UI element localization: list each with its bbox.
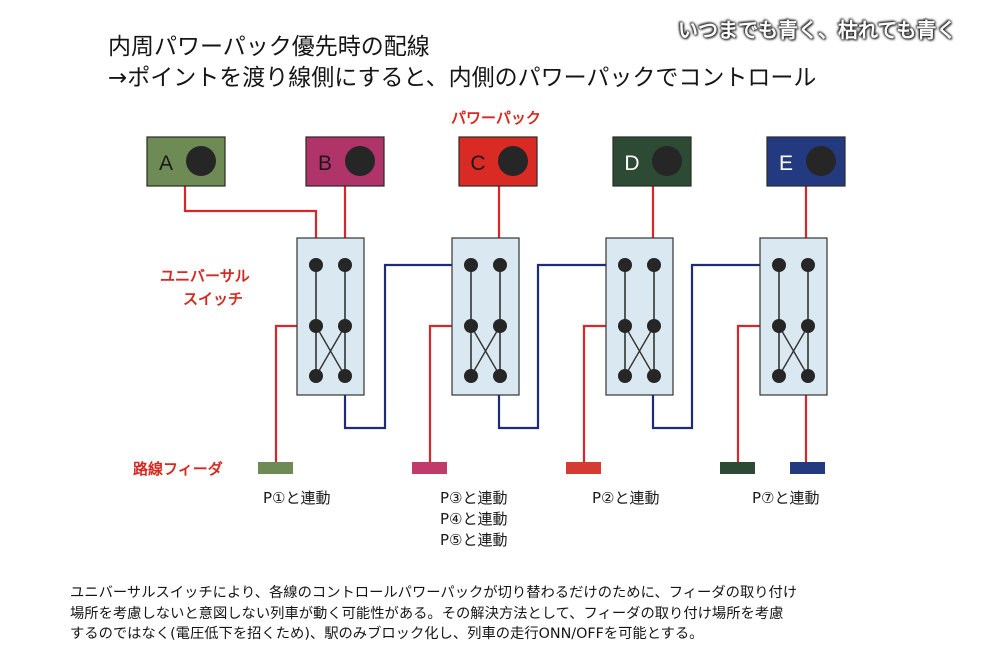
linkage-note-line: P②と連動 bbox=[592, 489, 660, 507]
diagram-subtitle: →ポイントを渡り線側にすると、内側のパワーパックでコントロール bbox=[108, 65, 817, 91]
feeder-3 bbox=[566, 462, 601, 474]
power-pack-d: D bbox=[612, 136, 692, 187]
linkage-note-2: P③と連動 P④と連動 P⑤と連動 bbox=[440, 488, 508, 551]
switch-terminal bbox=[493, 258, 507, 272]
switch-cross-line bbox=[470, 325, 501, 377]
switch-body bbox=[605, 237, 674, 396]
universal-switch-1 bbox=[296, 237, 365, 396]
power-packs: A B C D E bbox=[146, 136, 846, 187]
note-line-1: ユニバーサルスイッチにより、各線のコントロールパワーパックが切り替わるだけのため… bbox=[70, 585, 798, 601]
switch-terminal bbox=[618, 369, 632, 383]
switch-terminal bbox=[493, 369, 507, 383]
power-pack-knob bbox=[186, 146, 216, 176]
explanation-note: ユニバーサルスイッチにより、各線のコントロールパワーパックが切り替わるだけのため… bbox=[70, 583, 797, 645]
switch-terminal bbox=[801, 369, 815, 383]
power-pack-knob bbox=[806, 146, 836, 176]
power-pack-e: E bbox=[766, 136, 846, 187]
switch-terminal bbox=[801, 319, 815, 333]
power-pack-letter: B bbox=[318, 152, 332, 175]
switch-body bbox=[296, 237, 365, 396]
watermark-text: いつまでも青く、枯れても青く bbox=[678, 18, 957, 42]
universal-switch-2 bbox=[451, 237, 520, 396]
power-pack-letter: A bbox=[159, 152, 173, 175]
linkage-note-line: P⑤と連動 bbox=[440, 531, 508, 549]
power-pack-letter: D bbox=[624, 152, 639, 175]
switch-terminal bbox=[464, 258, 478, 272]
wire-switch-3-to-switch-4 bbox=[651, 263, 777, 430]
power-pack-label: パワーパック bbox=[451, 109, 541, 127]
switch-terminal bbox=[493, 319, 507, 333]
power-pack-knob bbox=[345, 146, 375, 176]
feeder-4 bbox=[720, 462, 755, 474]
power-pack-letter: C bbox=[470, 152, 485, 175]
linkage-note-line: P①と連動 bbox=[263, 489, 331, 507]
track-feeder-label: 路線フィーダ bbox=[133, 460, 223, 478]
universal-switch-label-line2: スイッチ bbox=[183, 290, 244, 308]
note-line-2: 場所を考慮しないと意図しない列車が動く可能性がある。その解決方法として、フィーダ… bbox=[70, 605, 784, 622]
switch-terminal bbox=[647, 319, 661, 333]
switch-terminal bbox=[772, 319, 786, 333]
linkage-note-1: P①と連動 bbox=[263, 488, 331, 509]
feeder-5 bbox=[790, 462, 825, 474]
diagram-title: 内周パワーパック優先時の配線 bbox=[108, 34, 430, 60]
switch-terminal bbox=[772, 258, 786, 272]
power-pack-knob bbox=[498, 146, 528, 176]
switch-cross-line bbox=[778, 325, 809, 377]
power-pack-knob bbox=[652, 146, 682, 176]
switch-cross-line bbox=[624, 325, 655, 377]
switch-terminal bbox=[338, 369, 352, 383]
switch-terminal bbox=[464, 369, 478, 383]
switch-terminal bbox=[464, 319, 478, 333]
linkage-note-line: P⑦と連動 bbox=[752, 489, 820, 507]
switch-terminal bbox=[801, 258, 815, 272]
linkage-note-line: P③と連動 bbox=[440, 489, 508, 507]
switch-body bbox=[451, 237, 520, 396]
power-pack-letter: E bbox=[779, 152, 793, 175]
switch-terminal bbox=[647, 369, 661, 383]
power-pack-a: A bbox=[146, 136, 226, 187]
wire-pack-a-to-switch-1 bbox=[183, 186, 318, 265]
linkage-note-line: P④と連動 bbox=[440, 510, 508, 528]
switch-terminal bbox=[618, 319, 632, 333]
switch-terminal bbox=[338, 319, 352, 333]
note-line-3: するのではなく(電圧低下を招くため)、駅のみブロック化し、列車の走行ONN/OF… bbox=[70, 626, 704, 642]
switch-terminal bbox=[309, 258, 323, 272]
switch-terminal bbox=[309, 319, 323, 333]
power-pack-c: C bbox=[458, 136, 538, 187]
wire-switch-2-to-switch-3 bbox=[497, 263, 623, 430]
linkage-note-3: P②と連動 bbox=[592, 488, 660, 509]
switch-terminal bbox=[647, 258, 661, 272]
feeder-1 bbox=[258, 462, 293, 474]
switch-terminal bbox=[309, 369, 323, 383]
power-pack-b: B bbox=[305, 136, 385, 187]
wire-switch-1-to-switch-2 bbox=[343, 263, 469, 430]
switch-terminal bbox=[618, 258, 632, 272]
universal-switch-label-line1: ユニバーサル bbox=[160, 267, 250, 285]
switch-terminal bbox=[772, 369, 786, 383]
feeder-2 bbox=[412, 462, 447, 474]
track-feeders bbox=[258, 462, 825, 474]
switch-cross-line bbox=[315, 325, 346, 377]
switch-body bbox=[759, 237, 828, 396]
universal-switch-3 bbox=[605, 237, 674, 396]
universal-switch-4 bbox=[759, 237, 828, 396]
linkage-note-4: P⑦と連動 bbox=[752, 488, 820, 509]
universal-switches bbox=[296, 237, 828, 396]
switch-terminal bbox=[338, 258, 352, 272]
